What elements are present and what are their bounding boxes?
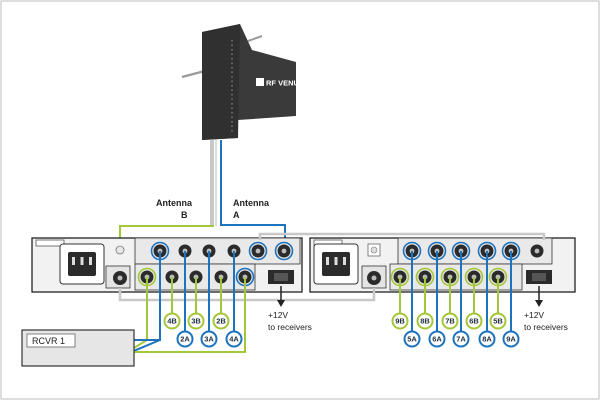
tag-9b-badge	[391, 312, 409, 330]
tag-9a-badge	[502, 330, 520, 348]
bnc-pin	[117, 275, 123, 281]
tag-6a: 6A	[432, 335, 442, 344]
cascade-cable-a	[258, 232, 546, 240]
bnc-pin	[281, 248, 287, 254]
tag-3a-badge	[200, 330, 218, 348]
power-pin	[334, 257, 338, 265]
tag-2b: 2B	[216, 317, 226, 326]
bnc-port-left-top-5-ring	[248, 241, 268, 261]
tag-7a: 7A	[456, 335, 466, 344]
tag-3a: 3A	[204, 335, 214, 344]
power-pin	[72, 257, 75, 265]
antenna-a-letter: A	[233, 210, 240, 220]
tag-4b: 4B	[167, 317, 177, 326]
receiver-title: RCVR 1	[32, 336, 65, 346]
rf-logo-icon	[256, 78, 264, 86]
tag-6a-badge	[428, 330, 446, 348]
cascade-cable-b	[118, 288, 376, 302]
tag-4a-badge	[225, 330, 243, 348]
bnc-pin	[255, 248, 261, 254]
antenna-face	[202, 24, 240, 140]
tag-7a-badge	[452, 330, 470, 348]
arrow-head	[535, 300, 543, 307]
tag-4a: 4A	[229, 335, 239, 344]
power-pin	[343, 257, 346, 265]
tag-5b: 5B	[493, 317, 503, 326]
bnc-pin	[371, 275, 377, 281]
power-pin	[326, 257, 329, 265]
receiver-title-box	[26, 333, 76, 348]
bnc-pin	[534, 248, 540, 254]
tag-6b-badge	[465, 312, 483, 330]
tag-5a-badge	[403, 330, 421, 348]
tag-8b: 8B	[420, 317, 430, 326]
tag-2a-badge	[176, 330, 194, 348]
tag-8a: 8A	[482, 335, 492, 344]
arrow-head	[277, 300, 285, 307]
antenna: RF VENUE	[181, 24, 304, 140]
tag-6b: 6B	[469, 317, 479, 326]
tag-9a: 9A	[506, 335, 516, 344]
tag-4b-badge	[163, 312, 181, 330]
power-arrow-left	[277, 286, 285, 307]
antenna-b-label: Antenna	[156, 198, 193, 208]
power-pin	[89, 257, 92, 265]
tag-8b-badge	[416, 312, 434, 330]
tag-3b: 3B	[191, 317, 201, 326]
cable-rcvr-1b	[123, 290, 246, 353]
rack-ear-left	[35, 239, 65, 247]
screw-head	[370, 246, 378, 254]
tag-8a-badge	[478, 330, 496, 348]
tag-5a: 5A	[407, 335, 417, 344]
tag-7b-badge	[441, 312, 459, 330]
tag-7b: 7B	[445, 317, 455, 326]
power-pin	[80, 257, 84, 265]
dc-jack-inner	[532, 273, 546, 281]
receiver-1: RCVR 1	[21, 329, 135, 367]
power-right-line1: +12V	[524, 310, 544, 320]
power-left-line1: +12V	[268, 310, 288, 320]
bnc-port-left-top-6-ring	[274, 241, 294, 261]
power-right-line2: to receivers	[524, 322, 568, 332]
antenna-b-letter: B	[181, 210, 188, 220]
power-arrow-right	[535, 286, 543, 307]
tag-2b-badge	[212, 312, 230, 330]
distribution-unit-left	[31, 237, 303, 293]
power-left-line2: to receivers	[268, 322, 312, 332]
tag-9b: 9B	[395, 317, 405, 326]
tag-5b-badge	[489, 312, 507, 330]
dc-jack-inner	[274, 273, 288, 281]
tag-2a: 2A	[180, 335, 190, 344]
antenna-a-label: Antenna	[233, 198, 270, 208]
tag-3b-badge	[187, 312, 205, 330]
screw-icon	[115, 245, 125, 255]
antenna-brand: RF VENUE	[266, 79, 304, 88]
antenna-whip-tip	[247, 35, 263, 42]
